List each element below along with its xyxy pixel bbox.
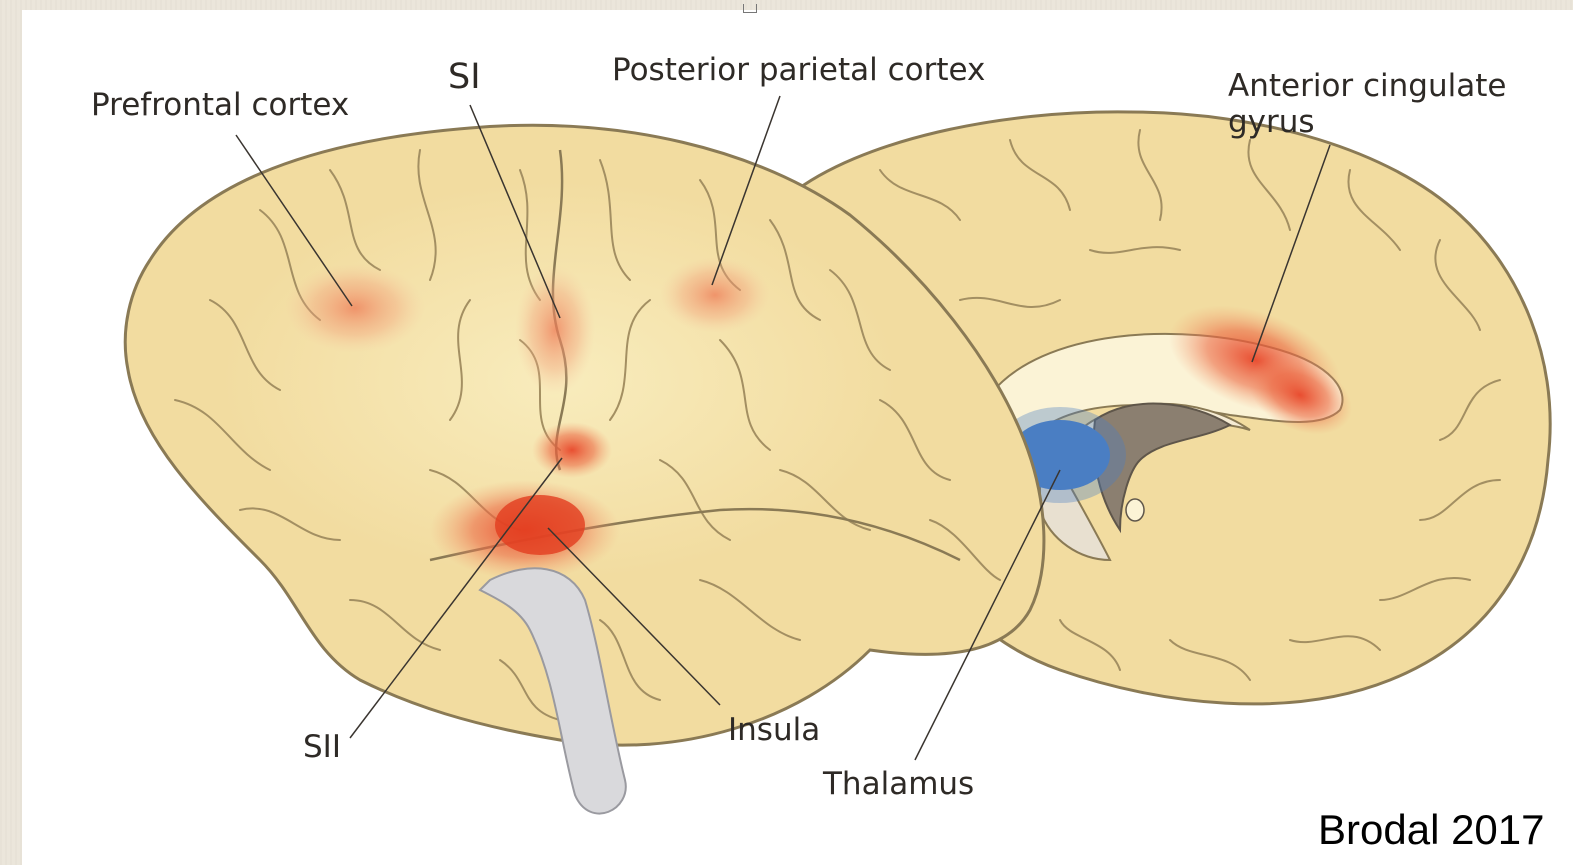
label-anterior-cingulate-line2: gyrus xyxy=(1228,104,1315,140)
label-thalamus: Thalamus xyxy=(822,766,974,802)
label-insula: Insula xyxy=(728,712,820,748)
label-si: SI xyxy=(448,57,481,97)
label-prefrontal-cortex: Prefrontal cortex xyxy=(91,87,349,123)
credit-text: Brodal 2017 xyxy=(1318,806,1545,854)
label-anterior-cingulate-line1: Anterior cingulate xyxy=(1228,68,1506,104)
label-posterior-parietal-cortex: Posterior parietal cortex xyxy=(612,52,985,88)
label-sii: SII xyxy=(303,729,341,765)
